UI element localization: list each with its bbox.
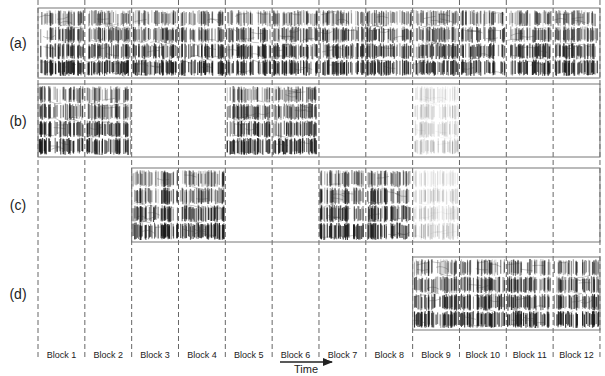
formant-stroke <box>191 55 203 57</box>
formant-stroke <box>375 60 387 61</box>
spectrogram-row <box>133 170 458 240</box>
formant-stroke <box>67 120 79 122</box>
formant-stroke <box>60 21 72 23</box>
spectrogram-row <box>39 86 458 155</box>
formant-stroke <box>468 58 480 60</box>
spectrogram-row <box>39 10 597 77</box>
formant-stroke <box>490 72 502 74</box>
formant-stroke <box>559 14 571 15</box>
formant-stroke <box>88 136 100 137</box>
formant-stroke <box>105 26 117 27</box>
formant-stroke <box>413 236 425 239</box>
formant-stroke <box>85 60 97 62</box>
formant-stroke <box>284 43 296 45</box>
spectrogram-row <box>413 259 598 328</box>
formant-stroke <box>44 47 56 50</box>
formant-stroke <box>48 118 60 121</box>
formant-stroke <box>379 30 391 32</box>
formant-stroke <box>150 42 162 45</box>
formant-stroke <box>564 43 576 44</box>
